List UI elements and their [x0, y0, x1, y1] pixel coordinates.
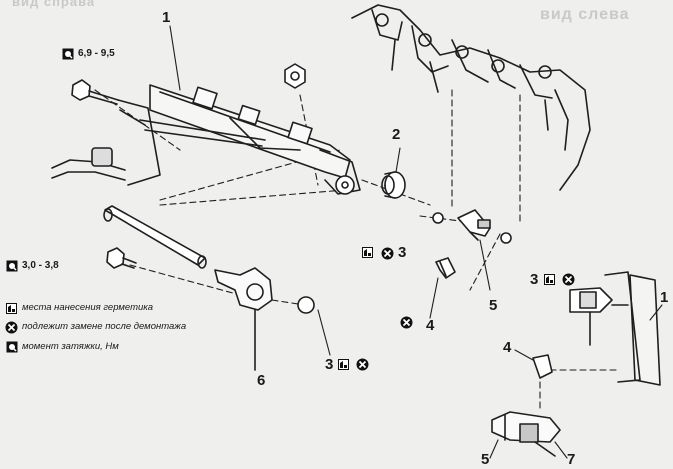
callout-1-right: 1 — [660, 289, 669, 306]
bolt-top — [71, 79, 119, 105]
replace-cross-icon — [562, 273, 575, 286]
callout-1: 1 — [162, 9, 171, 26]
callout-7: 7 — [567, 451, 576, 468]
callout-5-mid: 5 — [489, 297, 498, 314]
sealant-icon — [6, 303, 17, 314]
sealant-icon — [338, 359, 349, 370]
return-pipe — [103, 205, 207, 269]
header-fragment-left: вид слева — [540, 6, 630, 23]
callout-4-mid: 4 — [426, 317, 435, 334]
replace-cross-icon — [5, 321, 18, 334]
torque-wrench-icon — [6, 341, 18, 353]
legend-sealant-text: места нанесения герметика — [22, 302, 154, 313]
leader-lines — [169, 25, 663, 459]
torque-value-left: 3,0 - 3,8 — [22, 260, 59, 271]
injector-mid — [457, 209, 491, 241]
fuel-rail — [51, 84, 361, 195]
header-fragment-right: вид справа — [12, 0, 96, 9]
injector-bottom — [491, 411, 561, 457]
sealant-icon — [544, 274, 555, 285]
callout-4-right: 4 — [503, 339, 512, 356]
o-ring-right — [500, 232, 512, 244]
replace-cross-icon — [356, 358, 369, 371]
replace-cross-icon — [381, 247, 394, 260]
engine-head-outline — [351, 4, 591, 191]
o-ring-mid — [432, 212, 444, 224]
clip-right — [532, 354, 553, 379]
callout-3-mid: 3 — [398, 244, 407, 261]
callout-5-low: 5 — [481, 451, 490, 468]
clip-mid — [435, 257, 456, 279]
engine-wall-right — [569, 271, 661, 386]
torque-wrench-icon — [62, 48, 74, 60]
spacer-2 — [381, 171, 406, 199]
torque-value-top: 6,9 - 9,5 — [78, 48, 115, 59]
sealant-icon — [362, 247, 373, 258]
callout-2: 2 — [392, 126, 401, 143]
callout-6: 6 — [257, 372, 266, 389]
legend-replace-text: подлежит замене после демонтажа — [22, 321, 187, 332]
legend-torque-text: момент затяжки, Нм — [22, 341, 119, 352]
torque-wrench-icon — [6, 260, 18, 272]
pressure-regulator-6 — [214, 267, 273, 371]
callout-3-low: 3 — [325, 356, 334, 373]
nut-top — [284, 63, 306, 89]
bolt-left — [106, 247, 137, 269]
o-ring-low — [297, 296, 315, 314]
replace-cross-icon — [400, 316, 413, 329]
callout-3-right: 3 — [530, 271, 539, 288]
